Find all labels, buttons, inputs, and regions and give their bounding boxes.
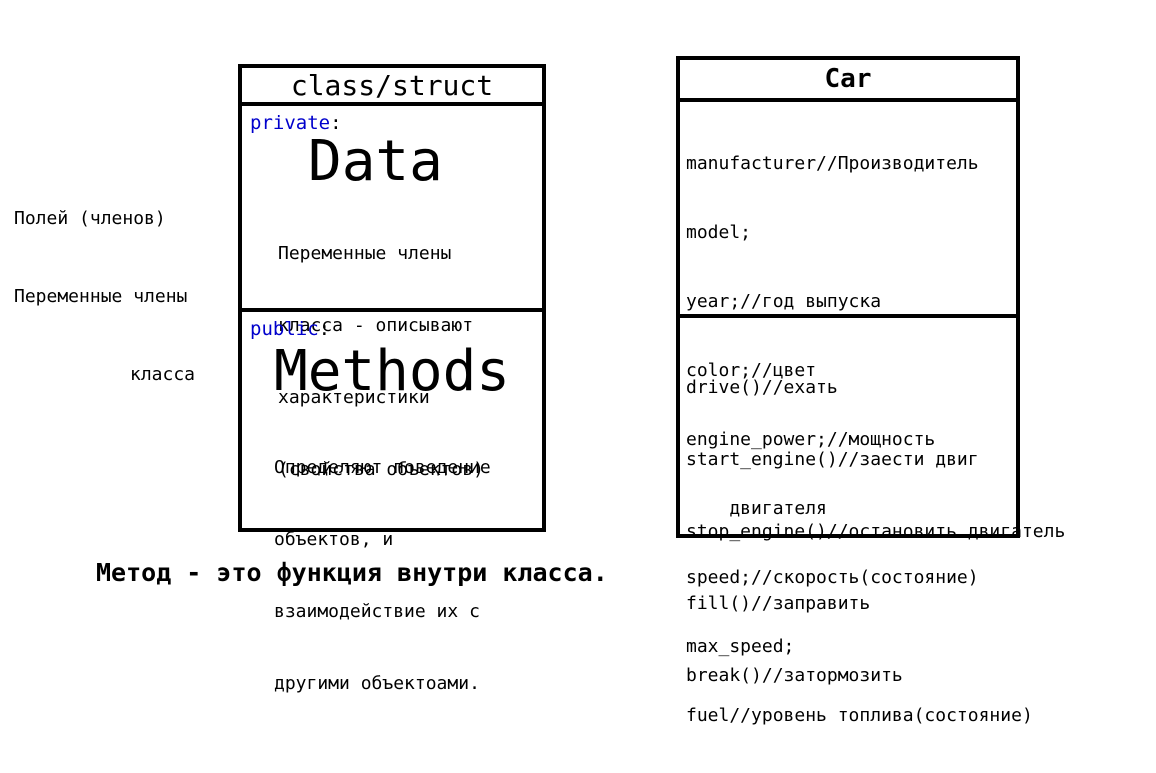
- public-colon: :: [318, 318, 331, 340]
- side-annotation-line-3: класса: [130, 364, 196, 385]
- class-struct-data-section: private: Data Переменные члены класса - …: [238, 102, 546, 480]
- methods-heading: Methods: [274, 339, 511, 404]
- data-description-line: класса - описывают: [278, 315, 474, 336]
- methods-description-line: объектов, и: [274, 529, 394, 550]
- car-method: stop_engine()//остановить двигатель: [686, 521, 1066, 542]
- car-fields-section: manufacturer//Производитель model; year;…: [676, 98, 1033, 726]
- car-field: year;//год выпуска: [686, 291, 882, 312]
- car-field: speed;//скорость(состояние): [686, 567, 979, 588]
- data-description-line: Переменные члены: [278, 243, 452, 264]
- data-description-line: (свойства объектов): [278, 459, 484, 480]
- private-keyword: private: [250, 112, 331, 134]
- methods-description-line: взаимодействие их с: [274, 601, 480, 622]
- car-field: engine_power;//мощность: [686, 429, 936, 450]
- car-method-list: drive()//ехать start_engine()//заести дв…: [686, 328, 1065, 736]
- side-annotation: Полей (членов) Переменные члены класса: [14, 154, 195, 414]
- private-colon: :: [330, 112, 342, 134]
- data-description-line: характеристики: [278, 387, 430, 408]
- car-method: start_engine()//заести двиг: [686, 449, 979, 470]
- public-keyword: public: [250, 318, 319, 340]
- car-field: color;//цвет: [686, 360, 817, 381]
- car-field: max_speed;: [686, 636, 795, 657]
- car-field: двигателя: [686, 498, 827, 519]
- car-field: manufacturer//Производитель: [686, 153, 979, 174]
- private-access-specifier: private:: [250, 112, 342, 134]
- class-struct-methods-section: public: Methods Определяют поведение объ…: [238, 308, 546, 694]
- car-class-title-box: Car: [676, 56, 1020, 102]
- class-struct-title: class/struct: [290, 68, 494, 102]
- data-heading: Data: [308, 129, 443, 194]
- methods-description-line: другими объектоами.: [274, 673, 480, 694]
- side-annotation-line-2: Переменные члены: [14, 286, 188, 307]
- car-field: model;: [686, 222, 752, 243]
- car-methods-section: drive()//ехать start_engine()//заести дв…: [676, 314, 1065, 686]
- class-struct-title-box: class/struct: [238, 64, 546, 106]
- method-definition-note: Метод - это функция внутри класса.: [96, 558, 608, 587]
- public-access-specifier: public:: [250, 318, 330, 340]
- methods-description-line: Определяют поведение: [274, 457, 491, 478]
- side-annotation-line-1: Полей (членов): [14, 208, 166, 229]
- data-description: Переменные члены класса - описывают хара…: [278, 194, 484, 530]
- car-field-list: manufacturer//Производитель model; year;…: [686, 106, 1033, 773]
- car-method: drive()//ехать: [686, 377, 838, 398]
- car-method: break()//затормозить: [686, 665, 903, 686]
- car-method: fill()//заправить: [686, 593, 871, 614]
- car-class-title: Car: [824, 64, 872, 94]
